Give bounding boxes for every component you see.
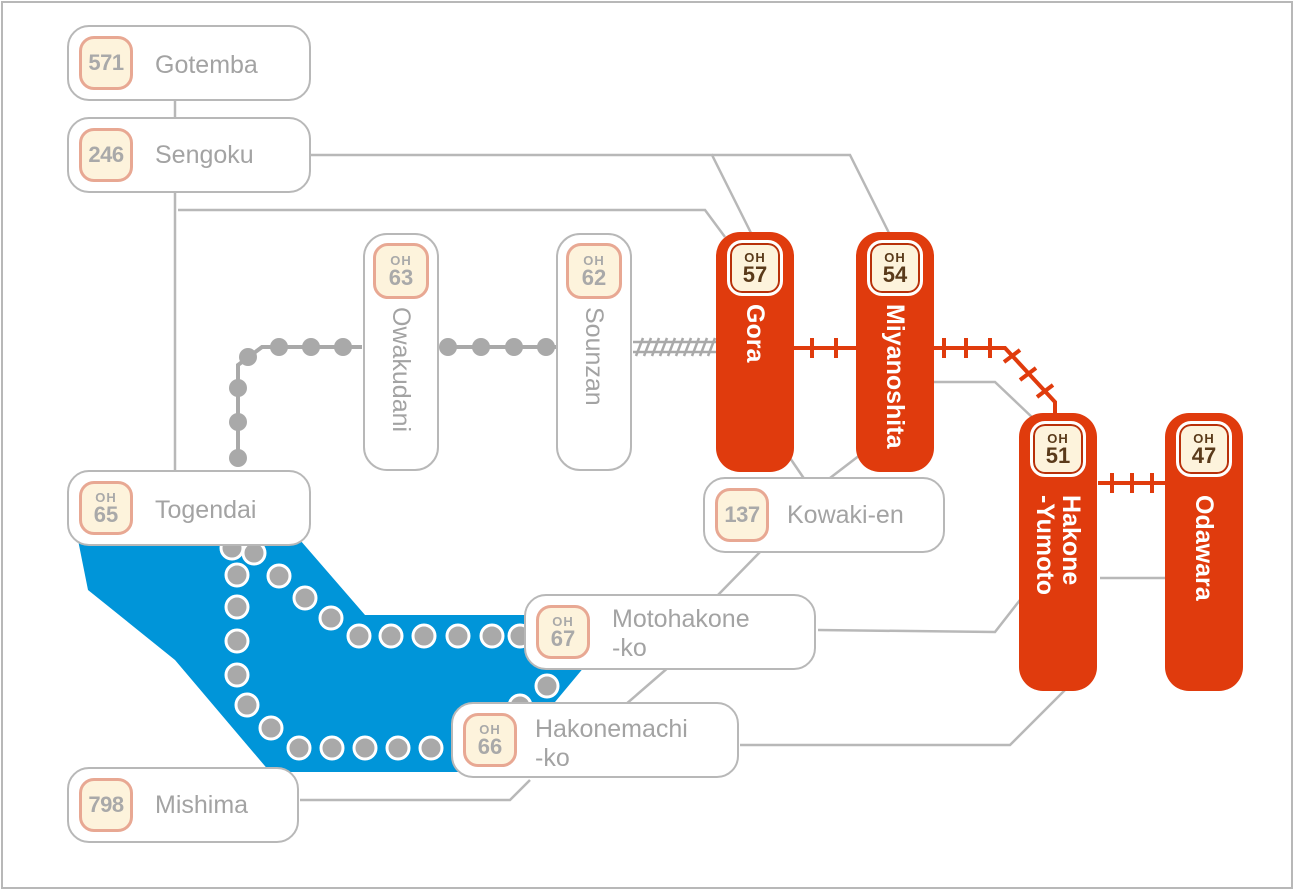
station-number: 67 [550, 625, 576, 651]
station-name-line2: -Yumoto [1031, 495, 1059, 595]
stop-code-badge: 137 [715, 488, 769, 542]
station-number: 47 [1191, 442, 1217, 468]
station-number: 62 [581, 264, 607, 290]
stop-name: Gotemba [155, 51, 258, 79]
station-hakone-yumoto[interactable]: OH 51 Hakone-Yumoto [1019, 413, 1097, 691]
station-number: 51 [1045, 442, 1071, 468]
station-number-badge: OH 62 [566, 243, 622, 299]
station-number: 63 [388, 264, 414, 290]
stop-code: 571 [88, 50, 124, 75]
station-number-badge: OH 66 [463, 713, 517, 767]
station-number-badge: OH 51 [1030, 421, 1086, 477]
station-name: Miyanoshita [881, 304, 909, 449]
station-number-badge: OH 63 [373, 243, 429, 299]
stop-sengoku[interactable]: 246 Sengoku [67, 117, 311, 193]
station-number-badge: OH 67 [536, 605, 590, 659]
railway-ties [810, 338, 1154, 493]
station-miyanoshita[interactable]: OH 54 Miyanoshita [856, 232, 934, 472]
stop-code-badge: 246 [79, 128, 133, 182]
stop-name: Togendai [155, 496, 257, 524]
stop-code: 246 [88, 142, 124, 167]
ropeway [229, 338, 556, 467]
stop-code: 798 [88, 792, 124, 817]
line-prefix: OH [390, 252, 412, 268]
station-name: Odawara [1190, 495, 1218, 601]
line-prefix: OH [479, 721, 501, 737]
station-number: 66 [477, 733, 503, 759]
stop-name: Kowaki-en [787, 501, 904, 529]
bus-lines [173, 100, 1166, 802]
stop-name-line2: -ko [612, 634, 647, 662]
line-prefix: OH [552, 613, 574, 629]
line-prefix: OH [583, 252, 605, 268]
stop-mishima[interactable]: 798 Mishima [67, 767, 299, 843]
stop-motohakone[interactable]: OH 67 Motohakone -ko [524, 594, 816, 670]
stop-kowakien[interactable]: 137 Kowaki-en [703, 477, 945, 553]
stop-owakudani[interactable]: OH 63 Owakudani [363, 233, 439, 471]
line-prefix: OH [1193, 430, 1215, 446]
station-number-badge: OH 65 [79, 481, 133, 535]
stop-code-badge: 798 [79, 778, 133, 832]
stop-name: Sengoku [155, 141, 254, 169]
stop-name: Owakudani [387, 307, 415, 433]
stop-code-badge: 571 [79, 36, 133, 90]
station-number: 54 [882, 261, 908, 287]
stop-togendai[interactable]: OH 65 Togendai [67, 470, 311, 546]
stop-code: 137 [724, 502, 760, 527]
station-number-badge: OH 47 [1176, 421, 1232, 477]
station-number-badge: OH 57 [727, 240, 783, 296]
line-prefix: OH [1047, 430, 1069, 446]
station-odawara[interactable]: OH 47 Odawara [1165, 413, 1243, 691]
station-name-line1: Hakone [1057, 495, 1085, 586]
station-name: Gora [741, 304, 769, 363]
cable-car [633, 337, 717, 357]
stop-sounzan[interactable]: OH 62 Sounzan [556, 233, 632, 471]
station-gora[interactable]: OH 57 Gora [716, 232, 794, 472]
line-prefix: OH [744, 249, 766, 265]
station-number: 65 [93, 501, 119, 527]
stop-gotemba[interactable]: 571 Gotemba [67, 25, 311, 101]
stop-name: Mishima [155, 791, 249, 819]
boat-route [219, 535, 560, 761]
line-prefix: OH [95, 489, 117, 505]
station-number-badge: OH 54 [867, 240, 923, 296]
station-name: Hakone-Yumoto [1031, 495, 1085, 595]
stop-name-line1: Hakonemachi [535, 715, 688, 743]
station-number: 57 [742, 261, 768, 287]
stop-name: Sounzan [580, 307, 608, 406]
stop-hakonemachi[interactable]: OH 66 Hakonemachi -ko [451, 702, 739, 778]
stop-name-line2: -ko [535, 744, 570, 772]
line-prefix: OH [884, 249, 906, 265]
stop-name-line1: Motohakone [612, 605, 750, 633]
